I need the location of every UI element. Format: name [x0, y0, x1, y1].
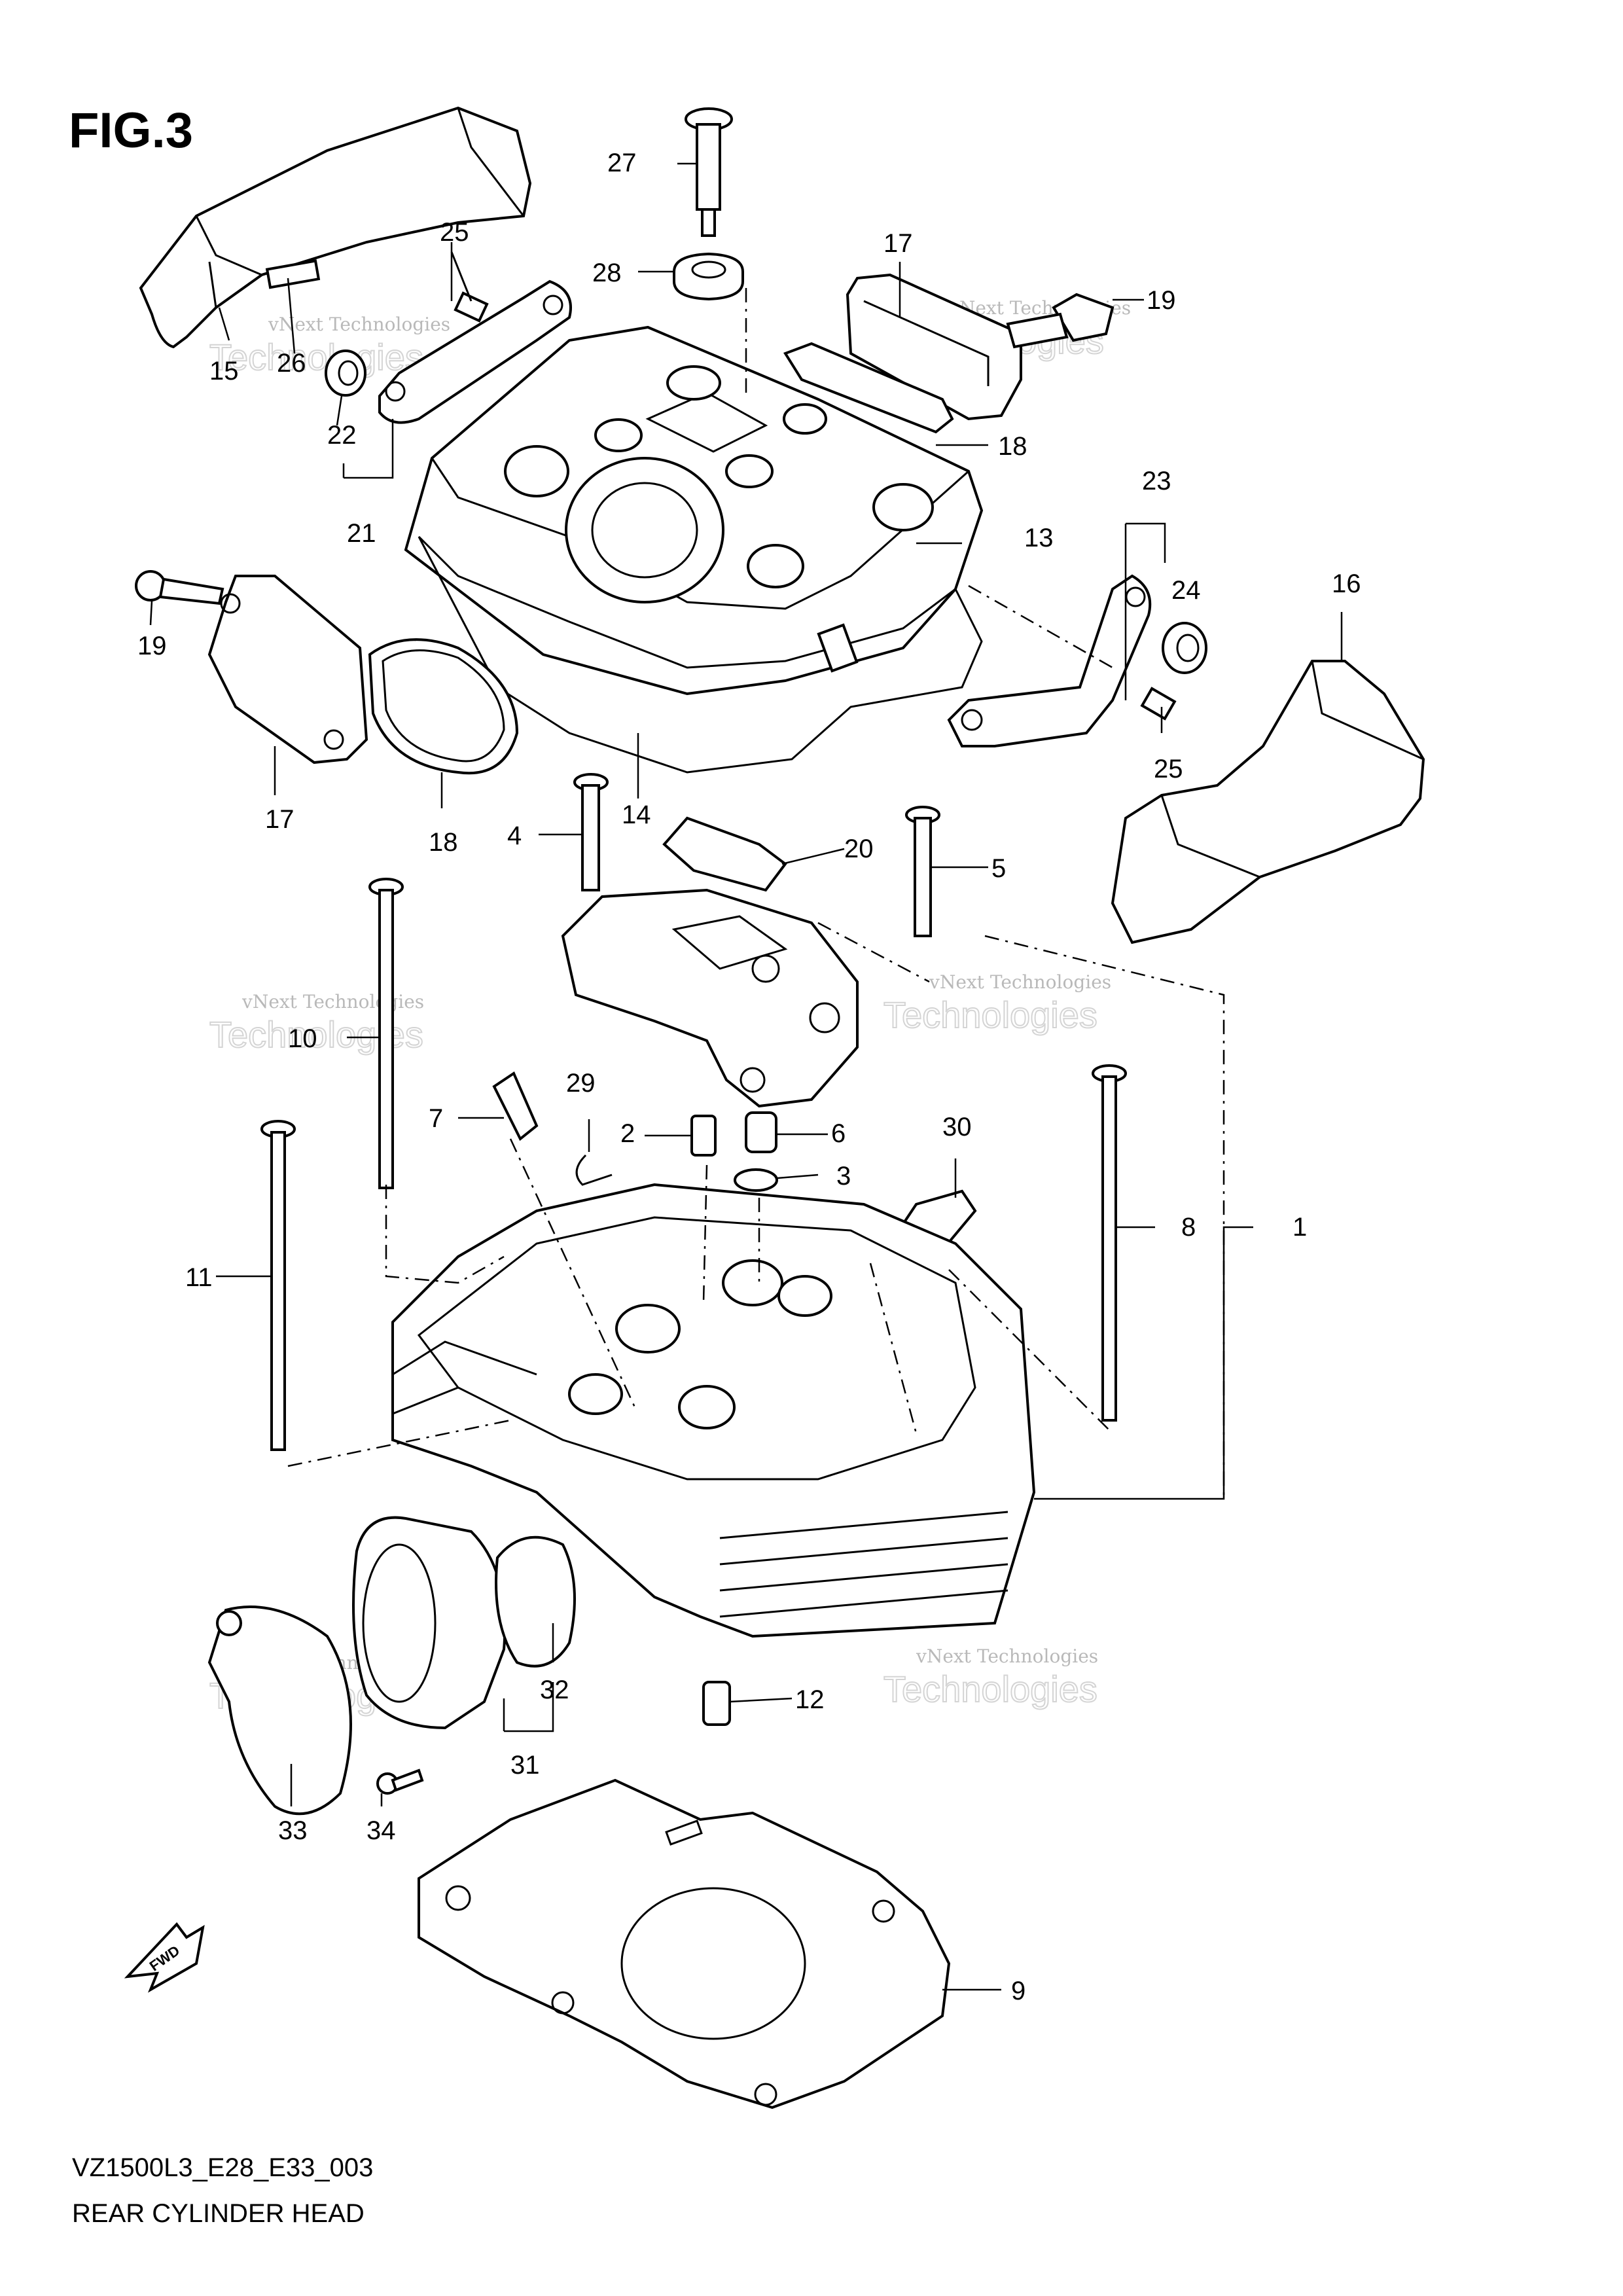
part-bolt-11 [260, 1120, 296, 1451]
callout-label: 9 [1011, 1977, 1026, 2005]
watermark-text: vNext Technologies [241, 991, 424, 1013]
part-bolt-5 [905, 806, 940, 937]
part-rocker-holder [561, 888, 859, 1108]
part-intake-pipe-31 [352, 1516, 507, 1730]
callout-label: 13 [1024, 524, 1054, 552]
callout-label: 30 [942, 1113, 972, 1141]
part-clip-29 [575, 1154, 613, 1186]
part-cap-6 [745, 1111, 777, 1153]
callout-label: 22 [327, 421, 357, 450]
watermark-text: vNext Technologies [916, 1645, 1098, 1667]
part-bracket-13-23 [947, 574, 1152, 747]
callout-label: 33 [278, 1816, 308, 1845]
callout-label: 20 [844, 834, 874, 863]
callout-label: 27 [607, 149, 637, 177]
callout-label: 8 [1181, 1213, 1196, 1242]
callout-label: 12 [795, 1685, 825, 1714]
part-screw-25-top [450, 251, 489, 323]
callout-label: 25 [440, 218, 469, 247]
part-cylinder-head-cover-14 [404, 325, 984, 774]
callout-label: 7 [429, 1104, 443, 1133]
part-cover-plate-17-left [207, 575, 368, 764]
callout-label: 2 [620, 1119, 635, 1148]
part-bolt-10 [368, 878, 404, 1189]
watermark-outline: Technologies [883, 1668, 1097, 1710]
callout-label: 6 [831, 1119, 846, 1148]
callout-label: 16 [1332, 569, 1361, 598]
part-clamp-33 [207, 1605, 352, 1816]
part-dowel-2 [690, 1115, 717, 1157]
part-grommet-22 [325, 350, 366, 397]
part-gasket-20 [662, 816, 787, 892]
watermark-text: vNext Technologies [268, 314, 450, 335]
part-bolt-4 [573, 773, 609, 891]
part-screw-34 [376, 1768, 424, 1795]
callout-label: 28 [592, 259, 622, 287]
part-dowel-12 [702, 1681, 731, 1726]
callout-label: 34 [366, 1816, 396, 1845]
model-code: VZ1500L3_E28_E33_003 [72, 2153, 373, 2182]
figure-title: FIG.3 [69, 103, 193, 158]
callout-label: 29 [566, 1069, 596, 1098]
callout-label: 1 [1293, 1213, 1307, 1242]
part-gasket-18-left [368, 638, 519, 775]
part-bolt-19-left [135, 570, 224, 605]
watermark-outline: Technologies [209, 336, 423, 378]
part-bracket-21 [378, 279, 572, 424]
callout-label: 11 [185, 1263, 213, 1292]
callout-label: 4 [507, 821, 522, 850]
part-cover-plate-17-top [846, 273, 1022, 421]
callout-label: 19 [137, 632, 167, 660]
callout-label: 25 [1154, 755, 1183, 783]
callout-label: 5 [991, 854, 1006, 883]
callout-label: 19 [1147, 286, 1176, 315]
callout-label: 32 [540, 1676, 569, 1704]
part-screw-25-right [1140, 687, 1177, 721]
fwd-arrow-icon: FWD [124, 1922, 205, 1993]
part-oring-32 [495, 1535, 576, 1668]
callout-labels: 1 2 3 4 5 6 7 8 9 10 11 12 13 14 15 16 1… [137, 149, 1361, 2005]
leader-lines [149, 162, 1343, 1991]
callout-label: 26 [277, 349, 306, 378]
callout-label: 24 [1171, 576, 1201, 605]
part-right-cover [1111, 660, 1425, 944]
callout-label: 3 [836, 1162, 851, 1191]
callout-label: 14 [622, 800, 651, 829]
callout-label: 15 [209, 357, 239, 386]
part-oring-3 [734, 1168, 778, 1192]
part-bolt-19-right [1006, 293, 1115, 349]
part-bolt-8 [1092, 1064, 1127, 1422]
callout-label: 21 [347, 519, 376, 548]
callout-label: 31 [510, 1751, 540, 1780]
part-bolt-27 [685, 107, 733, 237]
callout-label: 23 [1142, 467, 1171, 495]
callout-label: 17 [265, 805, 294, 834]
part-grommet-24 [1162, 622, 1207, 674]
part-gasket-18-top [783, 342, 954, 434]
part-head-gasket-9 [418, 1778, 951, 2109]
part-left-cover [139, 106, 532, 349]
part-key [265, 259, 321, 289]
part-cylinder-head-1 [391, 1183, 1036, 1638]
callout-label: 18 [998, 432, 1027, 461]
callout-label: 10 [288, 1024, 317, 1053]
watermark-text: vNext Technologies [929, 971, 1111, 993]
callout-label: 17 [883, 229, 913, 258]
part-valve-7 [492, 1071, 539, 1141]
diagram-name: REAR CYLINDER HEAD [72, 2199, 365, 2228]
part-washer-28 [673, 252, 744, 301]
callout-label: 18 [429, 828, 458, 857]
watermark-outline: Technologies [883, 994, 1097, 1035]
